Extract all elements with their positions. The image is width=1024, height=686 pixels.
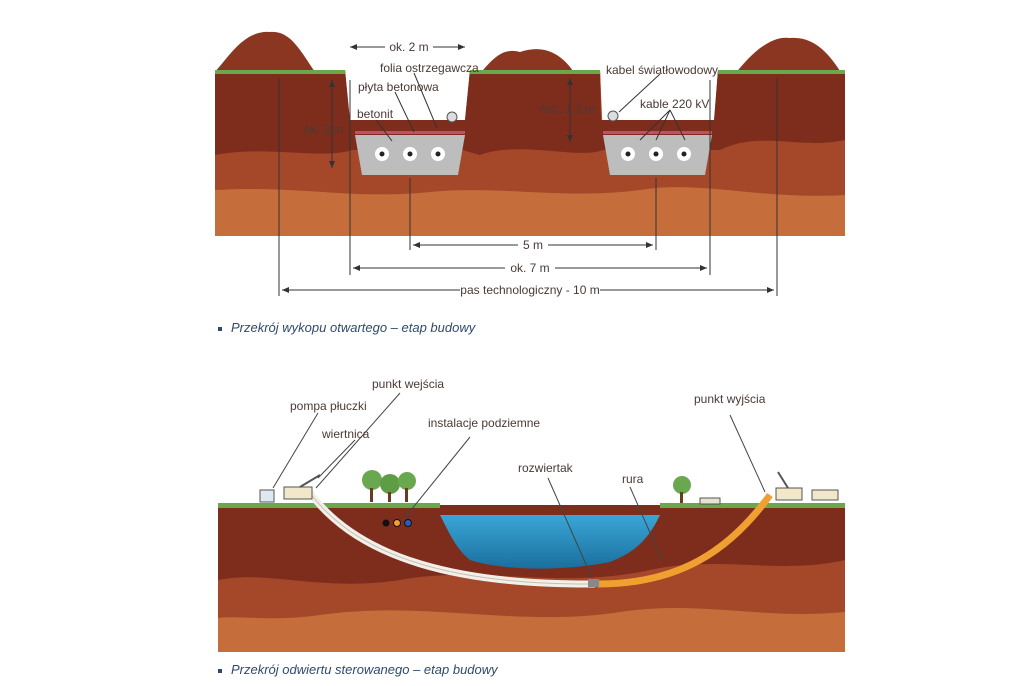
warning-foil-right: [603, 131, 712, 134]
label-drill-rig: wiertnica: [321, 427, 370, 441]
hdd-grass-left: [218, 503, 440, 508]
warning-foil-left: [355, 131, 465, 134]
fiber-cable-right: [607, 110, 619, 122]
underground-utilities: [382, 519, 412, 527]
soil-mound-center: [480, 49, 575, 74]
dim-label-corridor: pas technologiczny - 10 m: [460, 283, 599, 297]
fiber-cable-left: [446, 111, 458, 123]
label-mud-pump: pompa płuczki: [290, 399, 367, 413]
label-bentonite: betonit: [357, 107, 394, 121]
hdd-lake: [440, 515, 660, 569]
cable-group-left: [375, 147, 445, 161]
soil-mound-right: [735, 37, 842, 74]
label-underground-installations: instalacje podziemne: [428, 416, 540, 430]
cable-group-right: [621, 147, 691, 161]
caption-hdd: Przekrój odwiertu sterowanego – etap bud…: [218, 662, 498, 677]
label-entry-point: punkt wejścia: [372, 377, 444, 391]
label-reamer: rozwiertak: [518, 461, 574, 475]
dim-label-5m: 5 m: [523, 238, 543, 252]
trench-cross-section: ok. 2 m folia ostrzegawcza płyta betonow…: [215, 31, 845, 297]
dim-label-trench-width: ok. 2 m: [389, 40, 428, 54]
reamer: [588, 579, 599, 587]
label-pipe: rura: [622, 472, 644, 486]
dim-label-min-depth: min. 1,3 m: [539, 102, 595, 116]
label-cables-220kv: kable 220 kV: [640, 97, 709, 111]
caption-bullet: [218, 668, 222, 673]
label-fiber-cable: kabel światłowodowy: [606, 63, 718, 77]
hdd-cross-section: punkt wejścia pompa płuczki wiertnica in…: [218, 377, 845, 652]
dim-label-7m: ok. 7 m: [510, 261, 549, 275]
grass-strip-right: [718, 70, 845, 74]
tree-group: [362, 470, 691, 503]
label-warning-foil: folia ostrzegawcza: [380, 61, 479, 75]
drill-rig: [259, 474, 321, 503]
caption-bullet: [218, 326, 222, 331]
grass-strip-center: [470, 70, 600, 74]
label-exit-point: punkt wyjścia: [694, 392, 766, 406]
caption-hdd-text: Przekrój odwiertu sterowanego – etap bud…: [231, 662, 498, 677]
hdd-leader-lines: [272, 392, 766, 579]
dim-label-trench-depth: ok. 2 m: [304, 122, 343, 136]
soil-mound-left: [215, 31, 315, 72]
label-concrete-slab: płyta betonowa: [358, 80, 439, 94]
caption-open-trench-text: Przekrój wykopu otwartego – etap budowy: [231, 320, 476, 335]
hdd-grass-right: [660, 503, 845, 508]
exit-machinery: [699, 471, 839, 505]
bore-path-outline: [309, 492, 596, 585]
pipe-path: [597, 492, 773, 588]
grass-strip-left: [215, 70, 345, 74]
caption-open-trench: Przekrój wykopu otwartego – etap budowy: [218, 320, 475, 335]
